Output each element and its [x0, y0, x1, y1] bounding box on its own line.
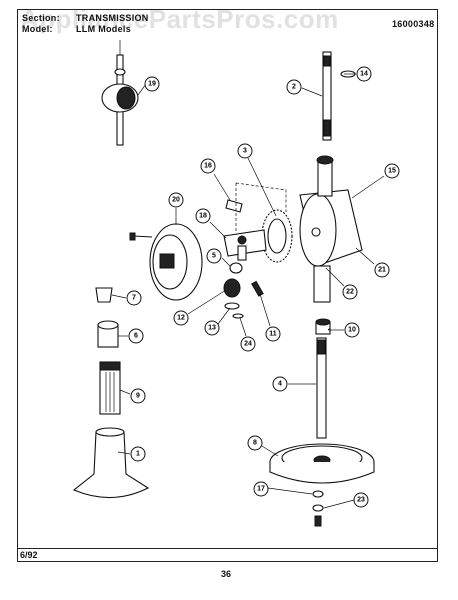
svg-text:15: 15 [388, 168, 396, 175]
model-label: Model: [22, 24, 53, 34]
callout-8: 8 [247, 435, 263, 451]
svg-text:11: 11 [269, 331, 277, 338]
svg-text:8: 8 [253, 440, 257, 447]
svg-text:23: 23 [357, 497, 365, 504]
part-8-drive-pulley [269, 443, 375, 484]
part-13-washer [224, 302, 240, 310]
callout-13: 13 [204, 320, 220, 336]
part-11-screw [251, 280, 264, 297]
part-10-spline-collar [315, 318, 331, 335]
svg-text:2: 2 [292, 84, 296, 91]
callout-7: 7 [126, 290, 142, 306]
revision-date: 6/92 [20, 550, 38, 560]
callout-15: 15 [384, 163, 400, 179]
pulley-screw [314, 515, 322, 527]
callout-6: 6 [128, 328, 144, 344]
part-24-washer [232, 313, 244, 319]
part-17-nut [312, 490, 324, 498]
part-19-pulley-assembly [101, 40, 139, 146]
model-value: LLM Models [76, 24, 131, 34]
section-value: TRANSMISSION [76, 13, 149, 23]
part-2-input-shaft [322, 51, 332, 141]
callout-24: 24 [240, 336, 256, 352]
svg-text:4: 4 [278, 381, 282, 388]
svg-text:17: 17 [257, 486, 265, 493]
callout-3: 3 [237, 143, 253, 159]
svg-text:24: 24 [244, 341, 252, 348]
svg-text:3: 3 [243, 148, 247, 155]
part-1-agitator-base [72, 427, 150, 499]
svg-text:9: 9 [136, 393, 140, 400]
svg-text:12: 12 [177, 315, 185, 322]
callout-9: 9 [130, 388, 146, 404]
part-15-gear-case [299, 155, 363, 303]
svg-text:18: 18 [199, 213, 207, 220]
svg-text:10: 10 [348, 327, 356, 334]
callout-5: 5 [206, 248, 222, 264]
part-4-agitator-shaft [316, 337, 327, 439]
part-7-sleeve [95, 287, 113, 303]
part-12-pinion [223, 278, 241, 298]
svg-text:6: 6 [134, 333, 138, 340]
part-3-gear [261, 209, 293, 263]
doc-number: 16000348 [392, 19, 435, 29]
part-20-cover-plate [129, 223, 203, 301]
svg-text:20: 20 [172, 197, 180, 204]
callout-1: 1 [130, 446, 146, 462]
footer-divider [17, 548, 438, 549]
callout-11: 11 [265, 326, 281, 342]
page-frame [17, 9, 438, 562]
section-label: Section: [22, 13, 60, 23]
callout-19: 19 [144, 76, 160, 92]
part-23-washer [312, 504, 324, 512]
callout-4: 4 [272, 376, 288, 392]
callout-21: 21 [374, 262, 390, 278]
svg-text:5: 5 [212, 253, 216, 260]
callout-12: 12 [173, 310, 189, 326]
callout-23: 23 [353, 492, 369, 508]
callout-2: 2 [286, 79, 302, 95]
part-18-crank [223, 229, 267, 261]
svg-text:21: 21 [378, 267, 386, 274]
svg-text:7: 7 [132, 295, 136, 302]
callout-10: 10 [344, 322, 360, 338]
callout-22: 22 [342, 284, 358, 300]
svg-text:16: 16 [204, 163, 212, 170]
part-6-bushing [97, 320, 119, 348]
svg-text:13: 13 [208, 325, 216, 332]
callout-16: 16 [200, 158, 216, 174]
svg-text:22: 22 [346, 289, 354, 296]
callout-17: 17 [253, 481, 269, 497]
svg-text:19: 19 [148, 81, 156, 88]
page-number: 36 [221, 569, 232, 579]
callout-20: 20 [168, 192, 184, 208]
part-5-bushing [229, 262, 243, 274]
part-9-spline-tube [99, 361, 121, 415]
callout-14: 14 [356, 66, 372, 82]
svg-text:14: 14 [360, 71, 368, 78]
part-16-clip [225, 199, 243, 213]
svg-text:1: 1 [136, 451, 140, 458]
callout-18: 18 [195, 208, 211, 224]
leader-lines [111, 73, 385, 509]
